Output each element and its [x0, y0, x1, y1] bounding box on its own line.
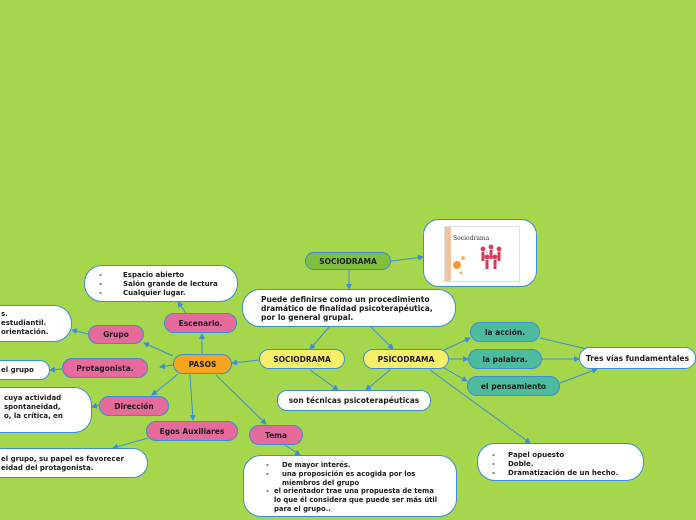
- note-item: el orientador trae una propuesta de tema…: [262, 487, 442, 513]
- note-item: una proposición es acogida por los miemb…: [262, 470, 442, 488]
- node-label: PASOS: [188, 359, 217, 369]
- thumbnail-stripe: [445, 227, 451, 281]
- node-label: Tres vías fundamentales: [585, 353, 690, 363]
- node-egos[interactable]: Egos Auxiliares: [146, 421, 238, 441]
- note-item: Doble.: [488, 460, 633, 469]
- note-item: Cualquier lugar.: [95, 289, 227, 298]
- note-egos[interactable]: el grupo, su papel es favorecer eidad de…: [0, 448, 148, 478]
- node-label: son técnicas psicoterapéuticas: [288, 396, 420, 405]
- node-label: Grupo: [103, 330, 129, 339]
- note-protagonista[interactable]: el grupo: [0, 360, 50, 380]
- note-escenario[interactable]: Espacio abierto Salón grande de lectura …: [84, 265, 238, 302]
- node-image[interactable]: Sociodrama: [423, 219, 537, 287]
- node-tecnicas[interactable]: son técnicas psicoterapéuticas: [277, 390, 431, 411]
- note-item: estudiantil.: [1, 319, 47, 328]
- link-psicodrama-tecnicas: [365, 369, 391, 391]
- node-definition[interactable]: Puede definirse como un procedimiento dr…: [242, 289, 456, 327]
- image-thumbnail: Sociodrama: [444, 226, 520, 282]
- node-protagonista[interactable]: Protagonista.: [62, 358, 148, 378]
- node-sociodrama-top[interactable]: SOCIODRAMA: [305, 252, 391, 270]
- note-item: Papel opuesto: [488, 451, 633, 460]
- link-pensamiento-tresvias: [559, 367, 598, 384]
- node-tres-vias[interactable]: Tres vías fundamentales: [579, 347, 696, 369]
- node-label: Protagonista.: [76, 363, 134, 373]
- link-accion-tresvias: [539, 337, 592, 352]
- node-label: SOCIODRAMA: [273, 354, 331, 364]
- link-definition-sociodrama: [309, 325, 331, 350]
- note-item: Dramatización de un hecho.: [488, 469, 633, 478]
- node-accion[interactable]: la acción.: [470, 322, 540, 342]
- note-item: el grupo: [1, 366, 34, 374]
- note-item: el grupo, su papel es favorecer: [1, 455, 124, 463]
- note-psicodrama[interactable]: Papel opuesto Doble. Dramatización de un…: [477, 443, 644, 481]
- link-pasos-direccion: [151, 373, 179, 396]
- node-label: PSICODRAMA: [377, 354, 435, 364]
- node-label: Tema: [264, 430, 288, 440]
- note-direccion[interactable]: cuya actividad spontaneidad, o, la críti…: [0, 387, 92, 433]
- node-label: la acción.: [484, 327, 526, 337]
- link-protagonista-note: [49, 366, 63, 373]
- link-pasos-egos: [189, 374, 196, 421]
- link-pasos-protagonista: [159, 363, 174, 370]
- note-item: Espacio abierto: [95, 271, 227, 280]
- link-psicodrama-note: [429, 369, 531, 444]
- node-escenario[interactable]: Escenario.: [164, 313, 237, 333]
- node-label: SOCIODRAMA: [319, 256, 377, 266]
- node-label: Dirección: [114, 401, 154, 411]
- node-label: Puede definirse como un procedimiento dr…: [261, 294, 433, 322]
- link-sociodrama-tecnicas: [309, 369, 339, 391]
- note-item: De mayor interés.: [262, 461, 442, 470]
- link-sociodrama-image: [390, 254, 424, 262]
- note-item: eidad del protagonista.: [1, 464, 94, 473]
- link-psicodrama-accion: [443, 337, 471, 351]
- node-tema[interactable]: Tema: [249, 425, 303, 445]
- link-tema-note: [284, 444, 301, 456]
- note-item: spontaneidad,: [4, 403, 61, 412]
- link-pasos-grupo: [143, 342, 174, 357]
- node-pasos[interactable]: PASOS: [173, 354, 232, 374]
- note-item: orientación.: [1, 328, 49, 337]
- note-item: o, la crítica, en: [4, 412, 63, 421]
- node-direccion[interactable]: Dirección: [99, 396, 169, 416]
- thumbnail-title: Sociodrama: [453, 235, 490, 242]
- node-label: la palabra.: [482, 354, 528, 364]
- link-definition-psicodrama: [369, 325, 394, 350]
- note-item: Salón grande de lectura: [95, 280, 227, 289]
- node-label: el pensamiento: [480, 381, 547, 391]
- link-sociodrama-pasos: [231, 359, 260, 366]
- link-pasos-tema: [215, 374, 267, 425]
- link-grupo-note: [71, 328, 89, 335]
- note-tema[interactable]: De mayor interés. una proposición es aco…: [243, 455, 457, 517]
- node-psicodrama[interactable]: PSICODRAMA: [363, 349, 449, 369]
- link-escenario-note: [177, 301, 187, 314]
- link-egos-note: [112, 437, 149, 450]
- link-psicodrama-pensamiento: [443, 367, 468, 382]
- node-grupo[interactable]: Grupo: [88, 325, 144, 344]
- note-item: s.: [1, 310, 8, 318]
- node-label: Escenario.: [178, 318, 223, 328]
- node-palabra[interactable]: la palabra.: [468, 349, 542, 369]
- note-item: cuya actividad: [4, 394, 62, 402]
- note-grupo[interactable]: s. estudiantil. orientación.: [0, 305, 72, 342]
- node-label: Egos Auxiliares: [159, 426, 225, 436]
- node-pensamiento[interactable]: el pensamiento: [467, 376, 560, 396]
- node-sociodrama[interactable]: SOCIODRAMA: [259, 349, 345, 369]
- people-icon: [453, 244, 502, 275]
- link-direccion-note: [91, 402, 100, 409]
